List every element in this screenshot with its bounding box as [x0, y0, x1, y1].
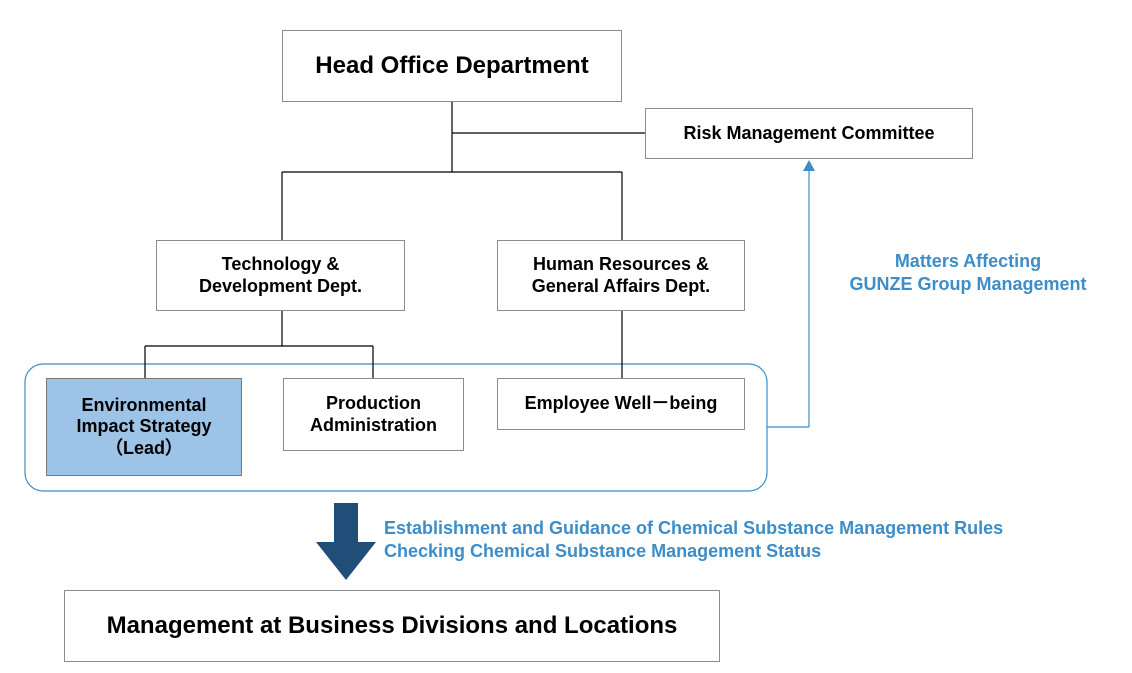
hr-dept-label: Human Resources & General Affairs Dept. [531, 253, 711, 296]
rules-annotation: Establishment and Guidance of Chemical S… [384, 517, 1124, 562]
hr-dept-box: Human Resources & General Affairs Dept. [497, 240, 745, 311]
employee-wellbeing-box: Employee Well－being [497, 378, 745, 430]
technology-dept-label: Technology & Development Dept. [198, 253, 363, 296]
report-arrow-head [803, 160, 815, 171]
business-management-label: Management at Business Divisions and Loc… [106, 611, 678, 639]
environmental-strategy-label: Environmental Impact Strategy （Lead） [76, 394, 212, 458]
matters-annotation: Matters Affecting GUNZE Group Management [849, 251, 1087, 294]
head-office-box: Head Office Department [282, 30, 622, 102]
risk-committee-label: Risk Management Committee [683, 122, 935, 143]
rules-annotation-line1: Establishment and Guidance of Chemical S… [384, 518, 1004, 538]
risk-committee-box: Risk Management Committee [645, 108, 973, 159]
technology-dept-box: Technology & Development Dept. [156, 240, 405, 311]
employee-wellbeing-label: Employee Well－being [524, 393, 718, 414]
head-office-label: Head Office Department [315, 51, 589, 79]
production-admin-box: Production Administration [283, 378, 464, 451]
business-management-box: Management at Business Divisions and Loc… [64, 590, 720, 662]
production-admin-label: Production Administration [309, 392, 437, 435]
environmental-strategy-box: Environmental Impact Strategy （Lead） [46, 378, 242, 476]
down-arrow-icon [316, 503, 376, 580]
rules-annotation-line2: Checking Chemical Substance Management S… [384, 540, 822, 561]
